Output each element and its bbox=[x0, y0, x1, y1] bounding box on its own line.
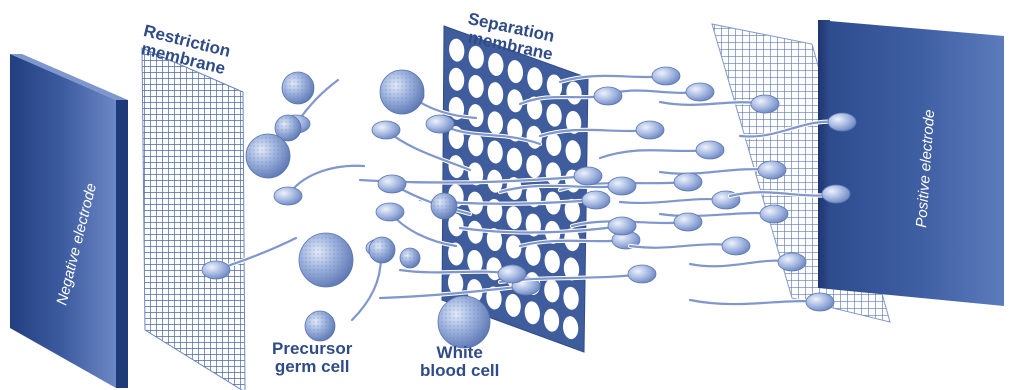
sperm-head bbox=[426, 115, 454, 133]
white-blood-label-line1: White bbox=[420, 344, 499, 362]
sperm-head bbox=[202, 261, 230, 279]
sperm-head bbox=[582, 191, 610, 209]
sperm-head bbox=[686, 83, 714, 101]
sperm-head bbox=[778, 253, 806, 271]
sperm-head bbox=[594, 87, 622, 105]
sperm-head bbox=[372, 121, 400, 139]
sperm-head bbox=[696, 141, 724, 159]
sperm-head bbox=[498, 265, 526, 283]
positive-electrode bbox=[808, 20, 1019, 318]
sperm-head bbox=[608, 177, 636, 195]
sperm-head bbox=[760, 205, 788, 223]
white-blood-label-line2: blood cell bbox=[420, 362, 499, 380]
sperm-head bbox=[628, 265, 656, 283]
sperm-head bbox=[822, 185, 850, 203]
sperm-head bbox=[378, 175, 406, 193]
sperm-head bbox=[274, 187, 302, 205]
sperm-head bbox=[806, 293, 834, 311]
sperm-head bbox=[674, 173, 702, 191]
negative-electrode bbox=[10, 54, 128, 388]
sperm-head bbox=[722, 237, 750, 255]
precursor-label-line2: germ cell bbox=[272, 358, 352, 376]
white-blood-cell-label: White blood cell bbox=[420, 344, 499, 380]
sperm-head bbox=[608, 217, 636, 235]
restriction-membrane bbox=[142, 48, 245, 390]
precursor-label-line1: Precursor bbox=[272, 340, 352, 358]
sperm-head bbox=[758, 161, 786, 179]
sperm-head bbox=[652, 67, 680, 85]
sperm-head bbox=[636, 121, 664, 139]
sperm-head bbox=[376, 203, 404, 221]
sperm-head bbox=[751, 95, 779, 113]
sperm-head bbox=[674, 213, 702, 231]
sperm-head bbox=[574, 167, 602, 185]
sperm-tail bbox=[600, 150, 710, 158]
sperm-head bbox=[828, 113, 856, 131]
precursor-germ-cell-label: Precursor germ cell bbox=[272, 340, 352, 376]
